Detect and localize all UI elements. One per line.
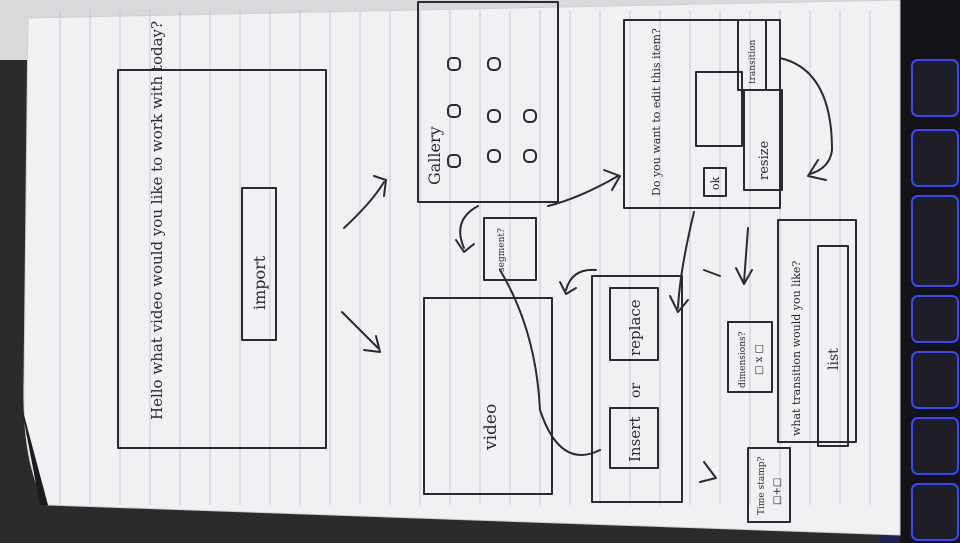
replace-button: replace xyxy=(626,299,644,356)
transition-list-box xyxy=(817,245,849,447)
welcome-prompt: Hello what video would you like to work … xyxy=(148,21,166,420)
gallery-thumbnails xyxy=(447,57,537,168)
gallery-frame xyxy=(417,1,559,203)
resize-button: resize xyxy=(757,140,772,180)
import-button: import xyxy=(250,255,269,310)
replace-button-frame xyxy=(609,287,659,361)
transition-button-frame xyxy=(737,19,767,91)
insert-button-frame xyxy=(609,407,659,469)
import-button-frame xyxy=(241,187,277,341)
insert-replace-frame xyxy=(591,275,683,503)
segment-label: segment? xyxy=(497,228,507,272)
ok-button-frame xyxy=(703,167,727,197)
insert-button: Insert xyxy=(626,417,644,462)
ok-button: ok xyxy=(709,176,722,190)
time-stamp-value: □+□ xyxy=(772,478,783,505)
dimensions-box xyxy=(727,321,773,393)
edit-prompt: Do you want to edit this item? xyxy=(650,28,663,196)
edit-item-frame xyxy=(623,19,781,209)
dimensions-label: dimensions? xyxy=(738,331,748,388)
video-frame xyxy=(423,297,553,495)
dimensions-value: □ x □ xyxy=(754,344,765,375)
or-label: or xyxy=(628,383,644,398)
transition-prompt: what transition would you like? xyxy=(790,261,803,436)
edit-preview-box xyxy=(695,71,743,147)
time-stamp-label: Time stamp? xyxy=(757,457,767,515)
video-label: video xyxy=(481,404,501,451)
flow-arrows xyxy=(341,57,833,483)
segment-box xyxy=(483,217,537,281)
time-stamp-box xyxy=(747,447,791,523)
list-label: list xyxy=(826,348,842,370)
welcome-screen-frame xyxy=(117,69,327,449)
gallery-label: Gallery xyxy=(425,126,444,185)
notebook-page xyxy=(20,0,901,536)
transition-button: transition xyxy=(748,40,758,84)
